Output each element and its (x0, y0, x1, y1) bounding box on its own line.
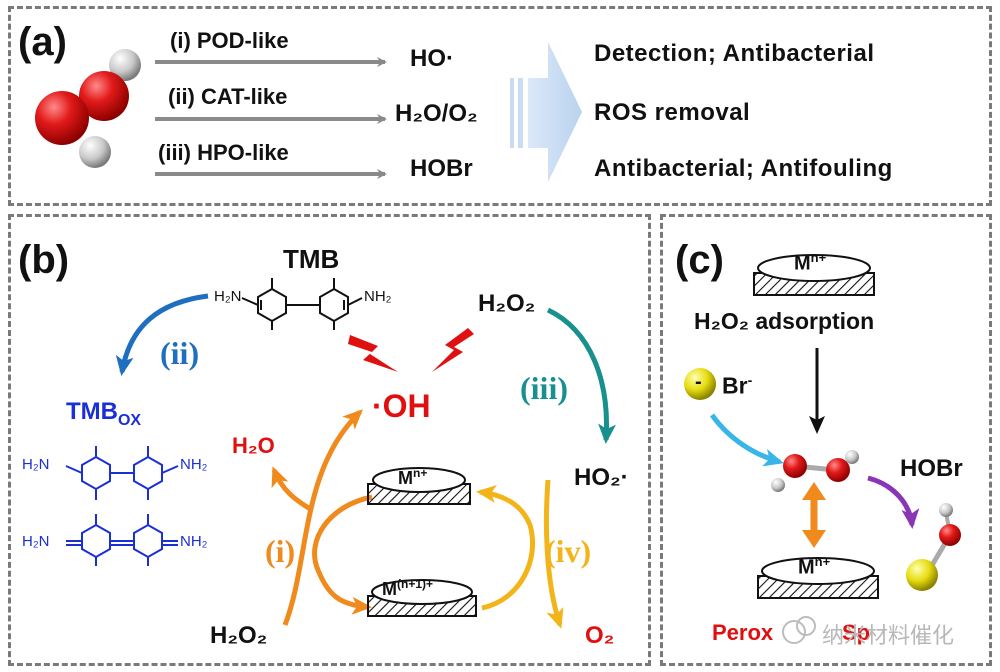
bromide-label: Br- (722, 372, 753, 399)
tmbox-nh2-bottom: NH₂ (180, 533, 208, 550)
panel-a-label: (a) (18, 20, 67, 64)
tmbox-h2n-bottom: H₂N (22, 533, 50, 550)
peroxide-molecule-icon (771, 450, 859, 492)
metal-surface-c-top (753, 254, 875, 296)
tmbox-structure-oxidized (66, 514, 178, 566)
metal-top-label: Mn+ (398, 466, 428, 488)
adsorption-label: H₂O₂ adsorption (694, 308, 875, 334)
metal-bottom-label: M(n+1)+ (382, 577, 434, 599)
pathway-arrows (155, 57, 387, 179)
h2o2-bottom-label: H₂O₂ (210, 622, 268, 649)
step-ii-label: (ii) (160, 335, 200, 371)
bromide-ion-icon (684, 368, 716, 400)
o2-label: O₂ (585, 622, 615, 649)
lightning-bolt-icon (348, 328, 474, 372)
panel-b-label: (b) (18, 238, 70, 282)
arrow-ii (115, 293, 209, 376)
tmbox-label: TMBOX (66, 398, 142, 429)
tmb-label: TMB (283, 244, 340, 274)
hobr-label: HOBr (900, 455, 963, 482)
product-hobr: HOBr (410, 155, 473, 182)
tmb-structure (241, 278, 363, 330)
product-arrow (867, 475, 920, 529)
metal-c-bottom-label: Mn+ (798, 554, 831, 579)
watermark-text: 纳米材料催化 (822, 624, 955, 649)
pathway-label-cat: (ii) CAT-like (168, 84, 288, 109)
h2o-label: H₂O (232, 433, 275, 458)
product-h2o-o2: H₂O/O₂ (395, 100, 478, 127)
cycle-iv-arrows (476, 479, 564, 629)
pathway-label-pod: (i) POD-like (170, 28, 289, 53)
application-cat: ROS removal (594, 99, 751, 126)
panel-c-label: (c) (675, 238, 724, 282)
bromide-charge: - (695, 371, 702, 393)
oh-radical: ·OH (372, 388, 431, 424)
cycle-i-arrows (271, 409, 373, 626)
step-i-label: (i) (265, 533, 296, 569)
double-arrow-icon (802, 482, 826, 548)
panel-c (660, 214, 992, 666)
metal-surface-top (367, 467, 471, 505)
product-ho: HO· (410, 45, 454, 72)
metal-c-top-label: Mn+ (794, 250, 827, 275)
bromide-arrow (709, 413, 784, 467)
ho2-radical-label: HO₂· (574, 464, 629, 491)
arrow-iii (546, 307, 617, 444)
panel-b (8, 214, 651, 666)
peroxo-label: Perox (712, 620, 774, 645)
tmbox-nh2-top: NH₂ (180, 456, 208, 473)
step-iv-label: (iv) (545, 533, 592, 569)
metal-surface-c-bottom (757, 557, 879, 599)
tmb-h2n: H₂N (214, 288, 242, 305)
h2o2-molecule-icon (35, 49, 141, 168)
application-hpo: Antibacterial; Antifouling (594, 155, 893, 182)
peroxo-label-tail: Sp (842, 620, 871, 645)
pathway-label-hpo: (iii) HPO-like (158, 140, 289, 165)
watermark-logo-icon (782, 616, 816, 644)
panel-a (8, 6, 992, 206)
tmbox-structure-reduced (65, 446, 179, 500)
application-pod: Detection; Antibacterial (594, 40, 875, 67)
tmb-nh2: NH₂ (364, 288, 392, 305)
hobr-molecule-icon (906, 503, 961, 591)
step-iii-label: (iii) (520, 370, 568, 406)
big-transition-arrow-icon (510, 42, 582, 182)
metal-surface-bottom (367, 579, 477, 617)
h2o2-top-label: H₂O₂ (478, 290, 536, 317)
tmbox-h2n-top: H₂N (22, 456, 50, 473)
